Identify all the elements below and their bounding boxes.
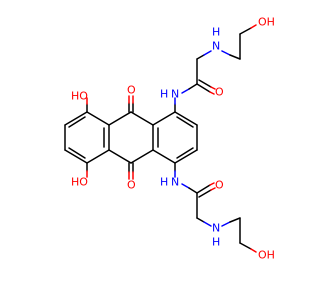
amine-top-n-label: N <box>212 40 220 53</box>
atom-labels: OH H N O N H HO O O HO N H O N H OH <box>71 16 275 262</box>
right-aromatic-ring <box>152 111 198 164</box>
phenol-top-label: HO <box>71 90 88 103</box>
quinone-carbonyl-bonds <box>128 95 134 180</box>
quinone-oxygen-bottom-label: O <box>127 179 136 192</box>
structure-canvas: OH H N O N H HO O O HO N H O N H OH <box>64 16 275 262</box>
top-side-chain-bonds <box>174 24 257 113</box>
phenol-bottom-label: HO <box>71 176 88 189</box>
central-quinone-ring <box>108 111 154 164</box>
amide-nitrogen-bottom-h-label: H <box>160 176 168 189</box>
chemical-structure-diagram: OH H N O N H HO O O HO N H O N H OH <box>64 16 275 262</box>
left-aromatic-ring <box>64 111 110 164</box>
amine-bottom-h-label: H <box>212 236 220 249</box>
amide-nitrogen-bottom-label: N <box>171 176 179 189</box>
hydroxyl-bottom-label: OH <box>258 249 275 262</box>
bottom-side-chain-bonds <box>174 162 257 253</box>
amine-top-h-label: H <box>212 26 220 39</box>
amide-nitrogen-top-label: N <box>171 88 179 101</box>
hydroxyl-top-label: OH <box>258 16 275 29</box>
amine-bottom-n-label: N <box>212 222 220 235</box>
quinone-oxygen-top-label: O <box>127 84 136 97</box>
amide-nitrogen-top-h-label: H <box>160 88 168 101</box>
amide-oxygen-top-label: O <box>215 86 224 99</box>
amide-oxygen-bottom-label: O <box>215 179 224 192</box>
